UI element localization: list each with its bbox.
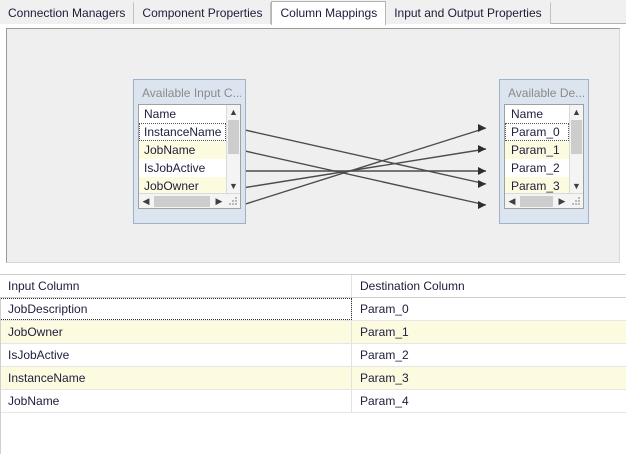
- available-input-columns-rows: Name InstanceName JobName IsJobActive Jo…: [139, 105, 226, 193]
- chevron-right-icon[interactable]: ▶: [215, 195, 223, 206]
- cell-input-column[interactable]: InstanceName: [0, 367, 352, 389]
- tab-connection-managers[interactable]: Connection Managers: [0, 2, 135, 24]
- connector-line-1: [235, 127, 487, 185]
- list-item[interactable]: Param_1: [505, 141, 569, 159]
- right-listbox-vertical-scrollbar[interactable]: ▲ ▼: [569, 105, 583, 193]
- tab-column-mappings[interactable]: Column Mappings: [271, 1, 387, 25]
- resize-grip-icon[interactable]: [227, 195, 239, 207]
- chevron-right-icon[interactable]: ▶: [558, 195, 566, 206]
- list-item[interactable]: JobName: [139, 141, 226, 159]
- cell-destination-column[interactable]: Param_3: [360, 371, 409, 385]
- chevron-down-icon[interactable]: ▼: [229, 180, 238, 191]
- table-row[interactable]: IsJobActive Param_2: [0, 344, 626, 367]
- cell-input-column[interactable]: JobDescription: [0, 298, 352, 320]
- available-input-columns-title: Available Input C...: [142, 86, 241, 100]
- left-listbox-vertical-scrollbar[interactable]: ▲ ▼: [226, 105, 240, 193]
- grid-left-edge: [0, 297, 1, 454]
- chevron-down-icon[interactable]: ▼: [572, 180, 581, 191]
- tab-strip: Connection Managers Component Properties…: [0, 0, 626, 25]
- available-destination-columns-listbox[interactable]: Name Param_0 Param_1 Param_2 Param_3 ▲ ▼…: [504, 104, 584, 209]
- left-listbox-horizontal-scrollbar[interactable]: ◀ ▶: [139, 193, 240, 208]
- tab-list: Connection Managers Component Properties…: [0, 0, 626, 25]
- available-destination-columns-title: Available De...: [508, 86, 584, 100]
- cell-input-column[interactable]: IsJobActive: [0, 344, 352, 366]
- chevron-up-icon[interactable]: ▲: [229, 106, 238, 117]
- available-destination-columns-panel[interactable]: Available De... Name Param_0 Param_1 Par…: [499, 79, 589, 224]
- available-destination-columns-rows: Name Param_0 Param_1 Param_2 Param_3: [505, 105, 569, 193]
- list-item[interactable]: JobOwner: [139, 177, 226, 193]
- list-item[interactable]: IsJobActive: [144, 161, 206, 175]
- connector-line-2: [235, 148, 487, 206]
- list-item[interactable]: Param_3: [505, 177, 569, 193]
- mapping-canvas[interactable]: Available Input C... Name InstanceName J…: [6, 28, 620, 263]
- list-item[interactable]: InstanceName: [139, 123, 226, 141]
- vertical-scroll-thumb[interactable]: [228, 120, 239, 154]
- vertical-scroll-thumb[interactable]: [571, 120, 582, 154]
- cell-destination-column[interactable]: Param_1: [360, 325, 409, 339]
- list-item[interactable]: Param_2: [511, 161, 560, 175]
- cell-input-column[interactable]: JobOwner: [0, 321, 352, 343]
- grid-header-row: Input Column Destination Column: [0, 275, 626, 298]
- table-row[interactable]: JobOwner Param_1: [0, 321, 626, 344]
- table-row[interactable]: InstanceName Param_3: [0, 367, 626, 390]
- horizontal-scroll-thumb[interactable]: [520, 196, 553, 207]
- table-row[interactable]: JobDescription Param_0: [0, 298, 626, 321]
- grid-header-input-column[interactable]: Input Column: [0, 275, 352, 297]
- available-input-columns-listbox[interactable]: Name InstanceName JobName IsJobActive Jo…: [138, 104, 241, 209]
- cell-destination-column[interactable]: Param_0: [360, 302, 409, 316]
- grid-header-destination-column[interactable]: Destination Column: [360, 279, 465, 293]
- listbox-header-name: Name: [139, 105, 226, 123]
- chevron-left-icon[interactable]: ◀: [508, 195, 516, 206]
- chevron-left-icon[interactable]: ◀: [142, 195, 150, 206]
- cell-destination-column[interactable]: Param_4: [360, 394, 409, 408]
- table-row[interactable]: JobName Param_4: [0, 390, 626, 413]
- right-listbox-horizontal-scrollbar[interactable]: ◀ ▶: [505, 193, 583, 208]
- tab-input-and-output-properties[interactable]: Input and Output Properties: [386, 2, 551, 24]
- available-input-columns-panel[interactable]: Available Input C... Name InstanceName J…: [133, 79, 246, 224]
- column-mappings-grid[interactable]: Input Column Destination Column JobDescr…: [0, 274, 626, 454]
- list-item[interactable]: Param_0: [505, 123, 569, 141]
- chevron-up-icon[interactable]: ▲: [572, 106, 581, 117]
- horizontal-scroll-thumb[interactable]: [154, 196, 210, 207]
- cell-destination-column[interactable]: Param_2: [360, 348, 409, 362]
- tab-component-properties[interactable]: Component Properties: [134, 2, 272, 24]
- connector-line-4: [235, 148, 487, 190]
- listbox-header-name: Name: [505, 105, 569, 123]
- resize-grip-icon[interactable]: [570, 195, 582, 207]
- cell-input-column[interactable]: JobName: [0, 390, 352, 412]
- connector-line-5: [235, 127, 487, 208]
